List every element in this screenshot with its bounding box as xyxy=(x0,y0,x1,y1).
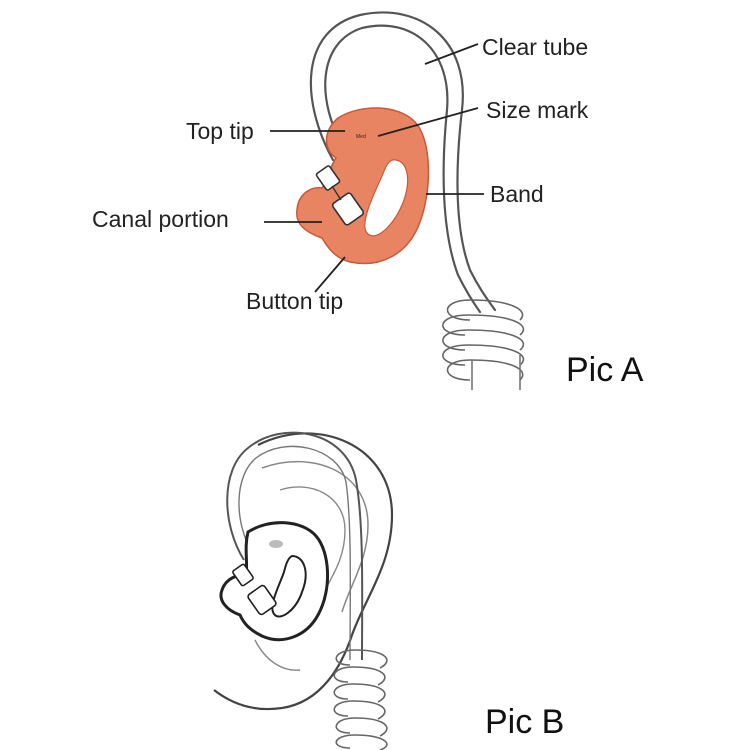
size-mark-text: Med xyxy=(356,134,366,140)
clear-tube xyxy=(309,11,497,314)
pic-b-coiled-cord xyxy=(333,649,388,750)
pic-b-label: Pic B xyxy=(485,703,564,741)
pic-b-connector-top xyxy=(232,563,254,587)
pic-a-label: Pic A xyxy=(566,351,644,389)
earmold: Med xyxy=(296,107,430,265)
pic-b-size-mark xyxy=(269,540,283,548)
clear-tube-leader xyxy=(424,43,479,65)
tube-connector xyxy=(315,165,365,226)
top-tip-label: Top tip xyxy=(186,118,254,144)
size-mark-label: Size mark xyxy=(486,97,589,123)
button-tip-label: Button tip xyxy=(246,288,343,314)
pic-a-illustration: Med xyxy=(264,11,525,390)
pic-b-earmold-hole xyxy=(271,554,307,618)
earmold-hole xyxy=(364,159,409,237)
band-label: Band xyxy=(490,181,544,207)
pic-b-illustration xyxy=(213,431,394,750)
button-tip-leader xyxy=(314,256,346,293)
canal-portion-label: Canal portion xyxy=(92,206,229,232)
ear-lobe xyxy=(254,639,301,671)
ear-helix xyxy=(261,460,369,613)
clear-tube-label: Clear tube xyxy=(482,34,588,60)
ear-antihelix xyxy=(279,486,346,591)
size-mark-leader xyxy=(377,107,479,137)
pic-b-connector-bottom xyxy=(247,584,277,616)
coiled-cord xyxy=(442,299,525,390)
pic-b-tube xyxy=(226,431,364,661)
